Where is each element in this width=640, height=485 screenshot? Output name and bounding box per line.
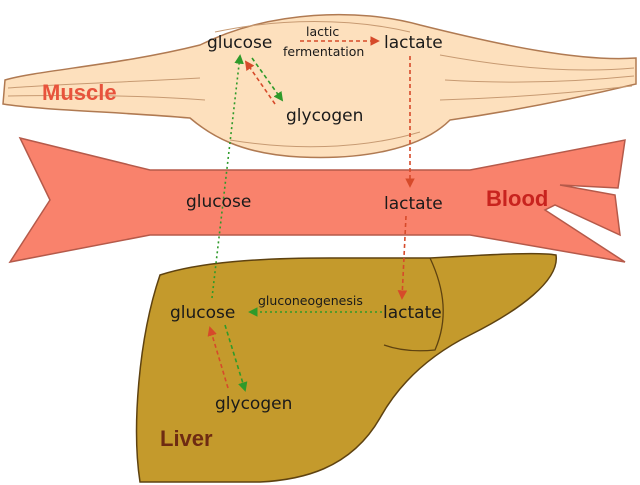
arrow-muscle-glucose-to-glycogen (251, 57, 284, 102)
liver-glycogen-label: glycogen (215, 394, 292, 414)
arrow-liver-glycogen-to-glucose (207, 326, 229, 389)
liver-lactate-label: lactate (383, 303, 442, 323)
gluconeogenesis-label: gluconeogenesis (258, 293, 363, 308)
muscle-shape (2, 13, 637, 159)
lactic-fermentation-line1: lactic (306, 24, 339, 39)
liver-label: Liver (160, 426, 213, 451)
arrow-liver-glucose-to-glycogen (224, 324, 248, 392)
muscle-glycogen-label: glycogen (286, 106, 363, 126)
muscle-label: Muscle (42, 80, 117, 105)
liver-shape (135, 252, 557, 483)
lactic-fermentation-line2: fermentation (283, 44, 364, 59)
arrow-liver-glucose-to-muscle (211, 54, 244, 299)
muscle-glucose-label: glucose (207, 33, 272, 53)
blood-vessel-shape (8, 136, 626, 264)
arrow-muscle-glycogen-to-glucose (244, 60, 276, 105)
blood-glucose-label: glucose (186, 192, 251, 212)
muscle-lactate-label: lactate (384, 33, 443, 53)
blood-lactate-label: lactate (384, 194, 443, 214)
blood-label: Blood (486, 186, 548, 211)
liver-glucose-label: glucose (170, 303, 235, 323)
